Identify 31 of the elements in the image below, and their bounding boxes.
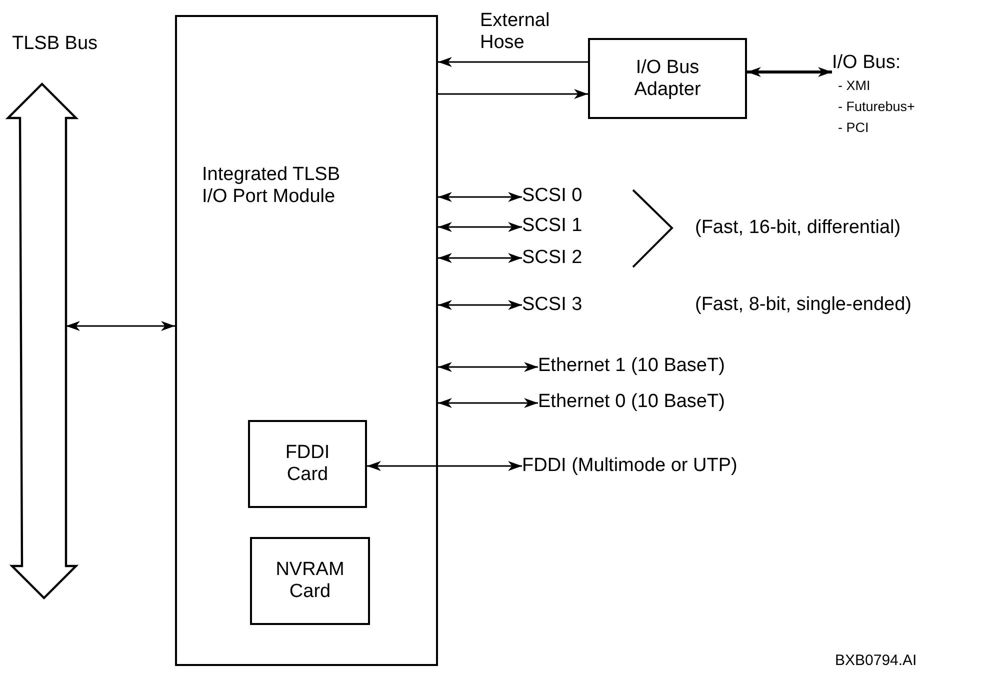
bus-type-item: - XMI — [837, 77, 872, 95]
port-label: Ethernet 1 (10 BaseT) — [538, 355, 725, 377]
arrow — [438, 253, 522, 263]
note: (Fast, 8-bit, single-ended) — [695, 294, 912, 316]
port-label: Ethernet 0 (10 BaseT) — [538, 391, 725, 413]
arrow — [438, 300, 522, 310]
bus-label: TLSB Bus — [12, 33, 98, 55]
port-label: SCSI 0 — [522, 185, 582, 207]
arrow — [747, 67, 832, 77]
card-box: I/O Bus Adapter — [588, 38, 747, 119]
arrow — [66, 321, 175, 331]
bus-type-item: - PCI — [837, 119, 870, 137]
arrow — [438, 222, 522, 232]
module-box — [175, 15, 438, 666]
arrow — [438, 362, 538, 372]
card-box: FDDI Card — [248, 420, 367, 508]
port-label: FDDI (Multimode or UTP) — [522, 455, 738, 477]
module-title: Integrated TLSB I/O Port Module — [202, 164, 342, 208]
bus-heading: I/O Bus: — [832, 51, 902, 75]
arrow — [367, 461, 522, 471]
bus-type-item: - Futurebus+ — [837, 98, 915, 116]
card-box: NVRAM Card — [250, 537, 370, 625]
arrow — [438, 398, 538, 408]
arrow — [438, 89, 588, 99]
arrow — [438, 57, 588, 67]
port-label: SCSI 1 — [522, 215, 582, 237]
note: (Fast, 16-bit, differential) — [695, 217, 901, 239]
arrow — [438, 192, 522, 202]
port-label: SCSI 2 — [522, 247, 582, 269]
figure-id: BXB0794.AI — [835, 651, 917, 671]
port-label: SCSI 3 — [522, 294, 582, 316]
